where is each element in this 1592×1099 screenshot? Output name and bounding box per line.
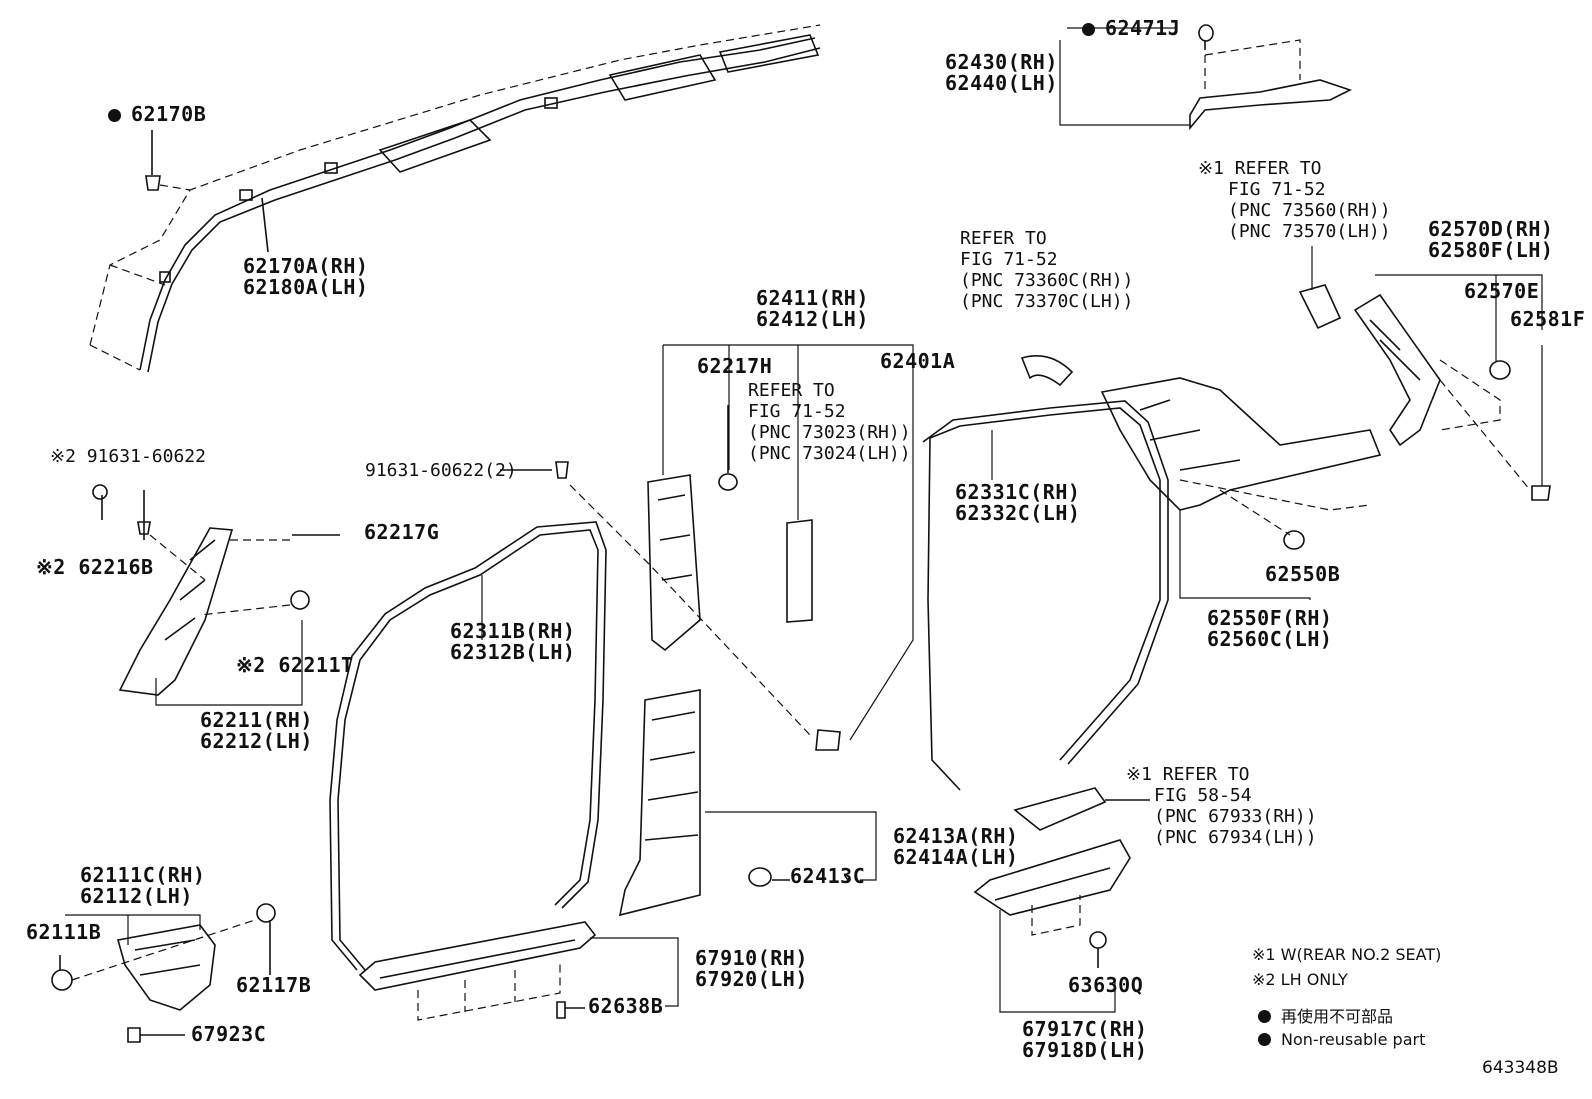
label-62217H: 62217H	[697, 354, 773, 378]
label-62217G: 62217G	[364, 520, 440, 544]
label-62471J: 62471J	[1082, 18, 1180, 39]
label-62550F: 62550F(RH)62560C(LH)	[1207, 606, 1333, 651]
nonreusable-dot-icon	[1082, 23, 1095, 36]
part-73360C	[1020, 355, 1074, 387]
bracket-62211	[155, 620, 303, 706]
nonreusable-dot-icon	[1258, 1033, 1271, 1046]
a-pillar-dashed	[149, 534, 291, 616]
label-62413C: 62413C	[790, 864, 866, 888]
rear-door-weatherstrip-front	[927, 437, 961, 791]
label-62170A: 62170A(RH)62180A(LH)	[243, 254, 369, 299]
label-62117B: 62117B	[236, 973, 312, 997]
bracket-62411	[662, 344, 914, 520]
label-62581F: 62581F	[1510, 307, 1586, 331]
center-pillar-upper-trim	[647, 405, 813, 652]
bracket-62111C	[65, 914, 201, 945]
airbag-dashed-outline	[89, 24, 821, 371]
label-62211: 62211(RH)62212(LH)	[200, 708, 313, 753]
label-62216B: ※2 62216B	[36, 555, 154, 579]
rear-door-weatherstrip-outer	[922, 400, 1169, 765]
nonreusable-dot-icon	[1258, 1010, 1271, 1023]
label-67923C: 67923C	[191, 1022, 267, 1046]
screw-91631b	[555, 461, 569, 479]
rear-scuff-dashed	[1031, 895, 1081, 936]
cowl-side-trim	[51, 903, 276, 1043]
curtain-airbag-part	[139, 34, 821, 373]
bolt-62170B	[145, 130, 161, 191]
label-62170B: 62170B	[108, 104, 206, 125]
front-scuff-dashed	[417, 960, 561, 1021]
tick-62413C	[844, 875, 849, 881]
label-67917C: 67917C(RH)67918D(LH)	[1022, 1017, 1148, 1062]
label-62413A: 62413A(RH)62414A(LH)	[893, 824, 1019, 869]
quarter-trim-part	[1100, 377, 1382, 550]
diagram-id: 643348B	[1482, 1058, 1559, 1078]
label-91631-qty2: 91631-60622(2)	[365, 460, 517, 481]
deck-part-73560	[1298, 284, 1342, 330]
label-62570E: 62570E	[1464, 279, 1540, 303]
bracket-67910	[590, 937, 679, 1007]
rear-door-weatherstrip	[929, 407, 1161, 761]
leader-62401A	[849, 378, 914, 741]
clip-62401A	[815, 729, 841, 751]
label-62331C: 62331C(RH)62332C(LH)	[955, 480, 1081, 525]
center-pillar-lower-trim	[618, 689, 772, 917]
label-62211T: ※2 62211T	[236, 653, 354, 677]
roof-trim-dashed	[1204, 39, 1301, 90]
clip-62638B	[556, 1001, 566, 1019]
label-62111C: 62111C(RH)62112(LH)	[80, 863, 206, 908]
legend-nonreusable-en: Non-reusable part	[1258, 1030, 1425, 1049]
label-91631-lh: ※2 91631-60622	[50, 446, 206, 467]
label-62550B: 62550B	[1265, 562, 1341, 586]
label-62430: 62430(RH)62440(LH)	[945, 50, 1058, 95]
clip-63630Q-head	[1089, 931, 1107, 949]
quarter-dashed	[1179, 479, 1371, 536]
screw-91631a	[137, 521, 151, 535]
front-door-weatherstrip-inner	[329, 521, 607, 971]
legend-nonreusable-jp: 再使用不可部品	[1258, 1003, 1393, 1027]
bracket-62550F	[1179, 510, 1311, 600]
legend-note-2: ※2 LH ONLY	[1252, 970, 1348, 989]
roof-trim-62430	[1189, 24, 1353, 131]
label-62401A: 62401A	[880, 349, 956, 373]
front-pillar-trim	[118, 527, 234, 696]
bracket-62430	[1059, 27, 1190, 126]
clip-62216B	[92, 484, 108, 500]
label-62638B: 62638B	[588, 994, 664, 1018]
bracket-67917C	[999, 910, 1116, 1013]
front-door-weatherstrip	[337, 529, 599, 971]
screw-path-dashed	[569, 484, 811, 736]
label-62570D: 62570D(RH)62580F(LH)	[1428, 217, 1554, 262]
bracket-62570D	[1375, 274, 1543, 486]
cowl-dashed	[71, 919, 256, 981]
bracket-62413A	[705, 811, 877, 881]
rear-scuff-plate	[973, 787, 1131, 916]
clip-62211T	[290, 590, 310, 610]
rear-pillar-trim	[1353, 293, 1551, 501]
label-62311B: 62311B(RH)62312B(LH)	[450, 619, 576, 664]
label-62411: 62411(RH)62412(LH)	[756, 286, 869, 331]
label-62111B: 62111B	[26, 920, 102, 944]
rear-pillar-dashed	[1439, 359, 1531, 491]
label-63630Q: 63630Q	[1068, 973, 1144, 997]
front-scuff-plate	[358, 921, 597, 991]
label-67910: 67910(RH)67920(LH)	[695, 946, 808, 991]
legend-note-1: ※1 W(REAR NO.2 SEAT)	[1252, 945, 1442, 964]
nonreusable-dot-icon	[108, 109, 121, 122]
leader-62170A	[261, 197, 269, 253]
